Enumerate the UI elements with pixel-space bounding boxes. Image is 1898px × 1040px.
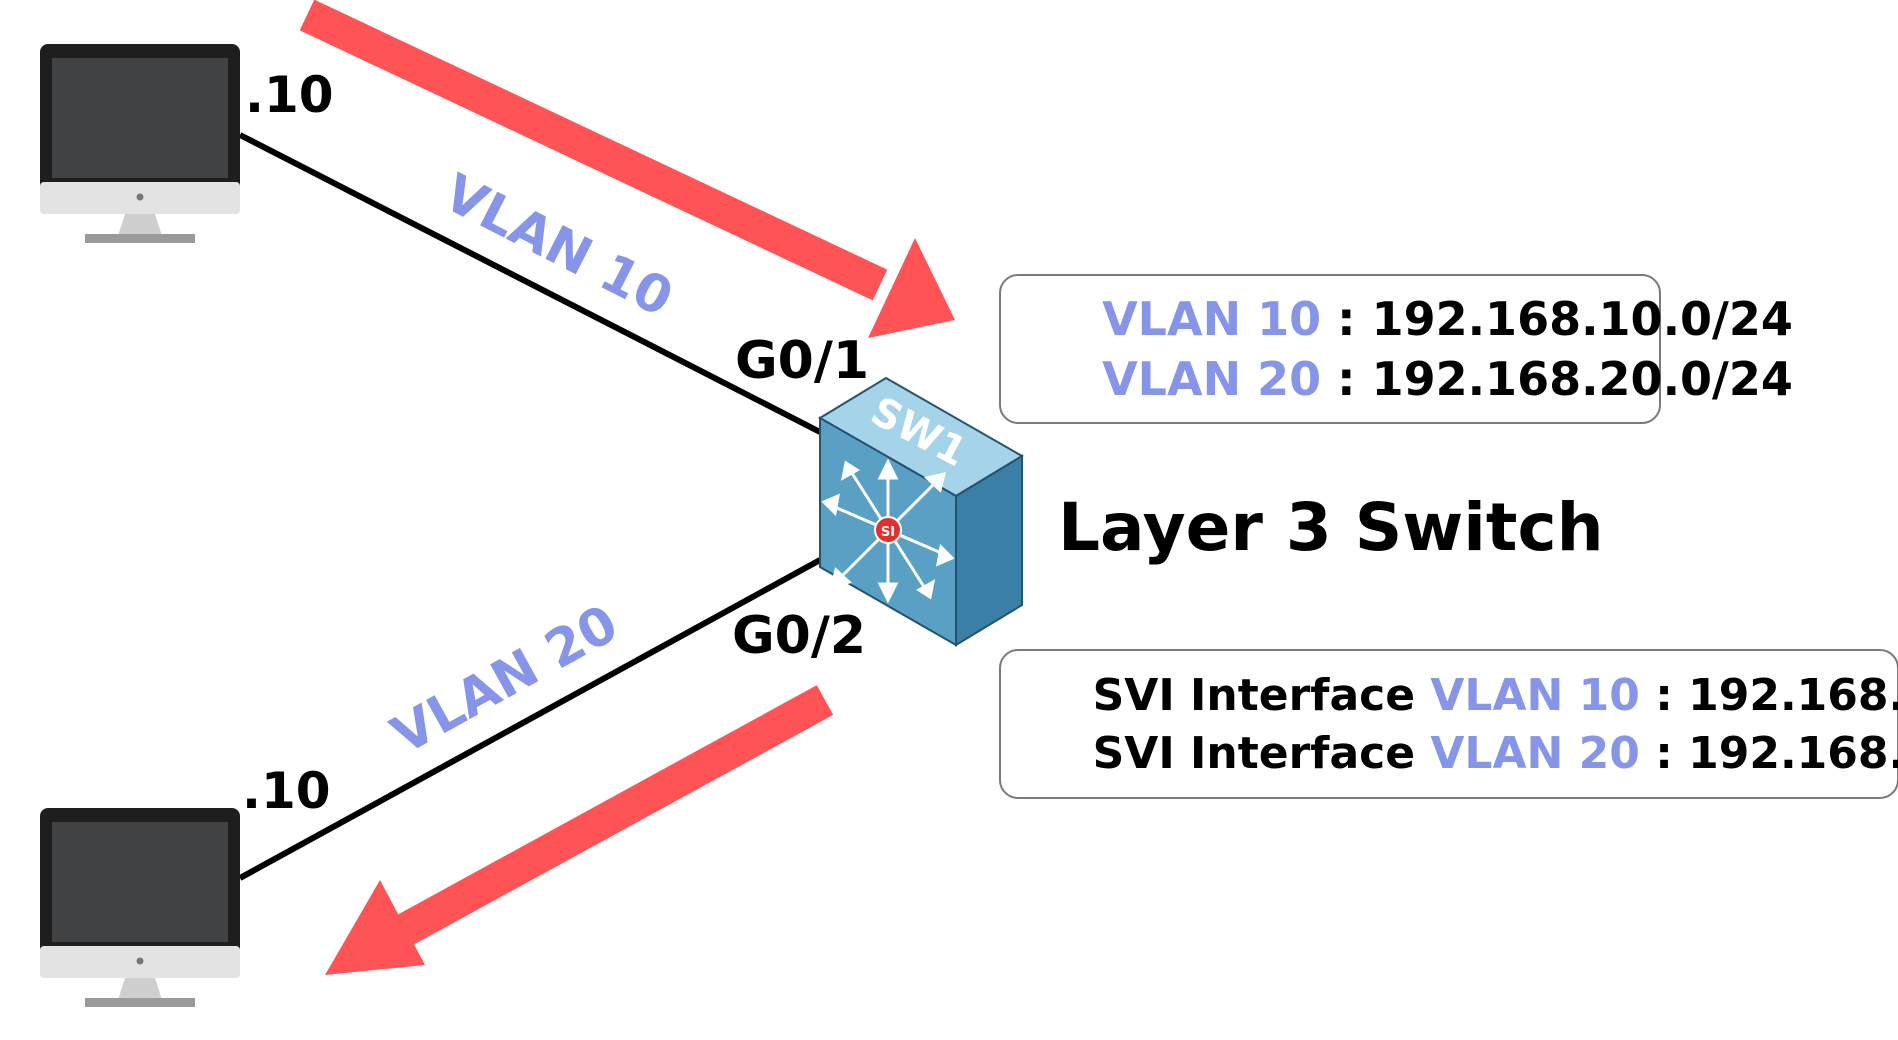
subnet-row-1-vlan: VLAN 10 <box>1102 292 1321 346</box>
svi-box <box>999 649 1898 799</box>
traffic-arrow-in <box>299 0 955 338</box>
svi-row-2-prefix: SVI Interface <box>1093 728 1431 779</box>
subnet-row-2-value: 192.168.20.0/24 <box>1372 352 1793 406</box>
svi-row-2-separator: : <box>1640 728 1688 779</box>
subnet-row-1: VLAN 10 : 192.168.10.0/24 <box>1022 292 1841 346</box>
svi-row-2: SVI Interface VLAN 20 : 192.168.20.1 <box>1016 728 1898 779</box>
port-g02-label: G0/2 <box>732 606 866 666</box>
svi-row-1-vlan: VLAN 10 <box>1430 670 1640 721</box>
svi-row-2-vlan: VLAN 20 <box>1430 728 1640 779</box>
link-vlan10 <box>238 132 822 435</box>
subnet-row-2: VLAN 20 : 192.168.20.0/24 <box>1022 352 1841 406</box>
svi-row-1: SVI Interface VLAN 10 : 192.168.10.1 <box>1016 670 1898 721</box>
pc-top-host-label: .10 <box>245 66 334 124</box>
link-vlan20 <box>238 557 822 881</box>
svi-row-1-separator: : <box>1640 670 1688 721</box>
switch-caption: Layer 3 Switch <box>1058 489 1604 566</box>
subnet-row-2-separator: : <box>1321 352 1371 406</box>
port-g01-label: G0/1 <box>735 331 869 391</box>
svg-text:SI: SI <box>881 525 895 540</box>
pc-top-icon <box>40 44 240 243</box>
subnet-box <box>999 274 1661 424</box>
svi-row-1-prefix: SVI Interface <box>1093 670 1431 721</box>
pc-bottom-icon <box>40 808 240 1007</box>
svi-row-1-value: 192.168.10.1 <box>1688 670 1898 721</box>
traffic-arrow-out <box>325 685 834 975</box>
link-vlan20-label: VLAN 20 <box>382 594 628 767</box>
subnet-row-2-vlan: VLAN 20 <box>1102 352 1321 406</box>
subnet-row-1-separator: : <box>1321 292 1371 346</box>
svi-row-2-value: 192.168.20.1 <box>1688 728 1898 779</box>
subnet-row-1-value: 192.168.10.0/24 <box>1372 292 1793 346</box>
pc-bottom-host-label: .10 <box>242 762 331 820</box>
layer3-switch-icon: SI <box>818 376 1024 647</box>
